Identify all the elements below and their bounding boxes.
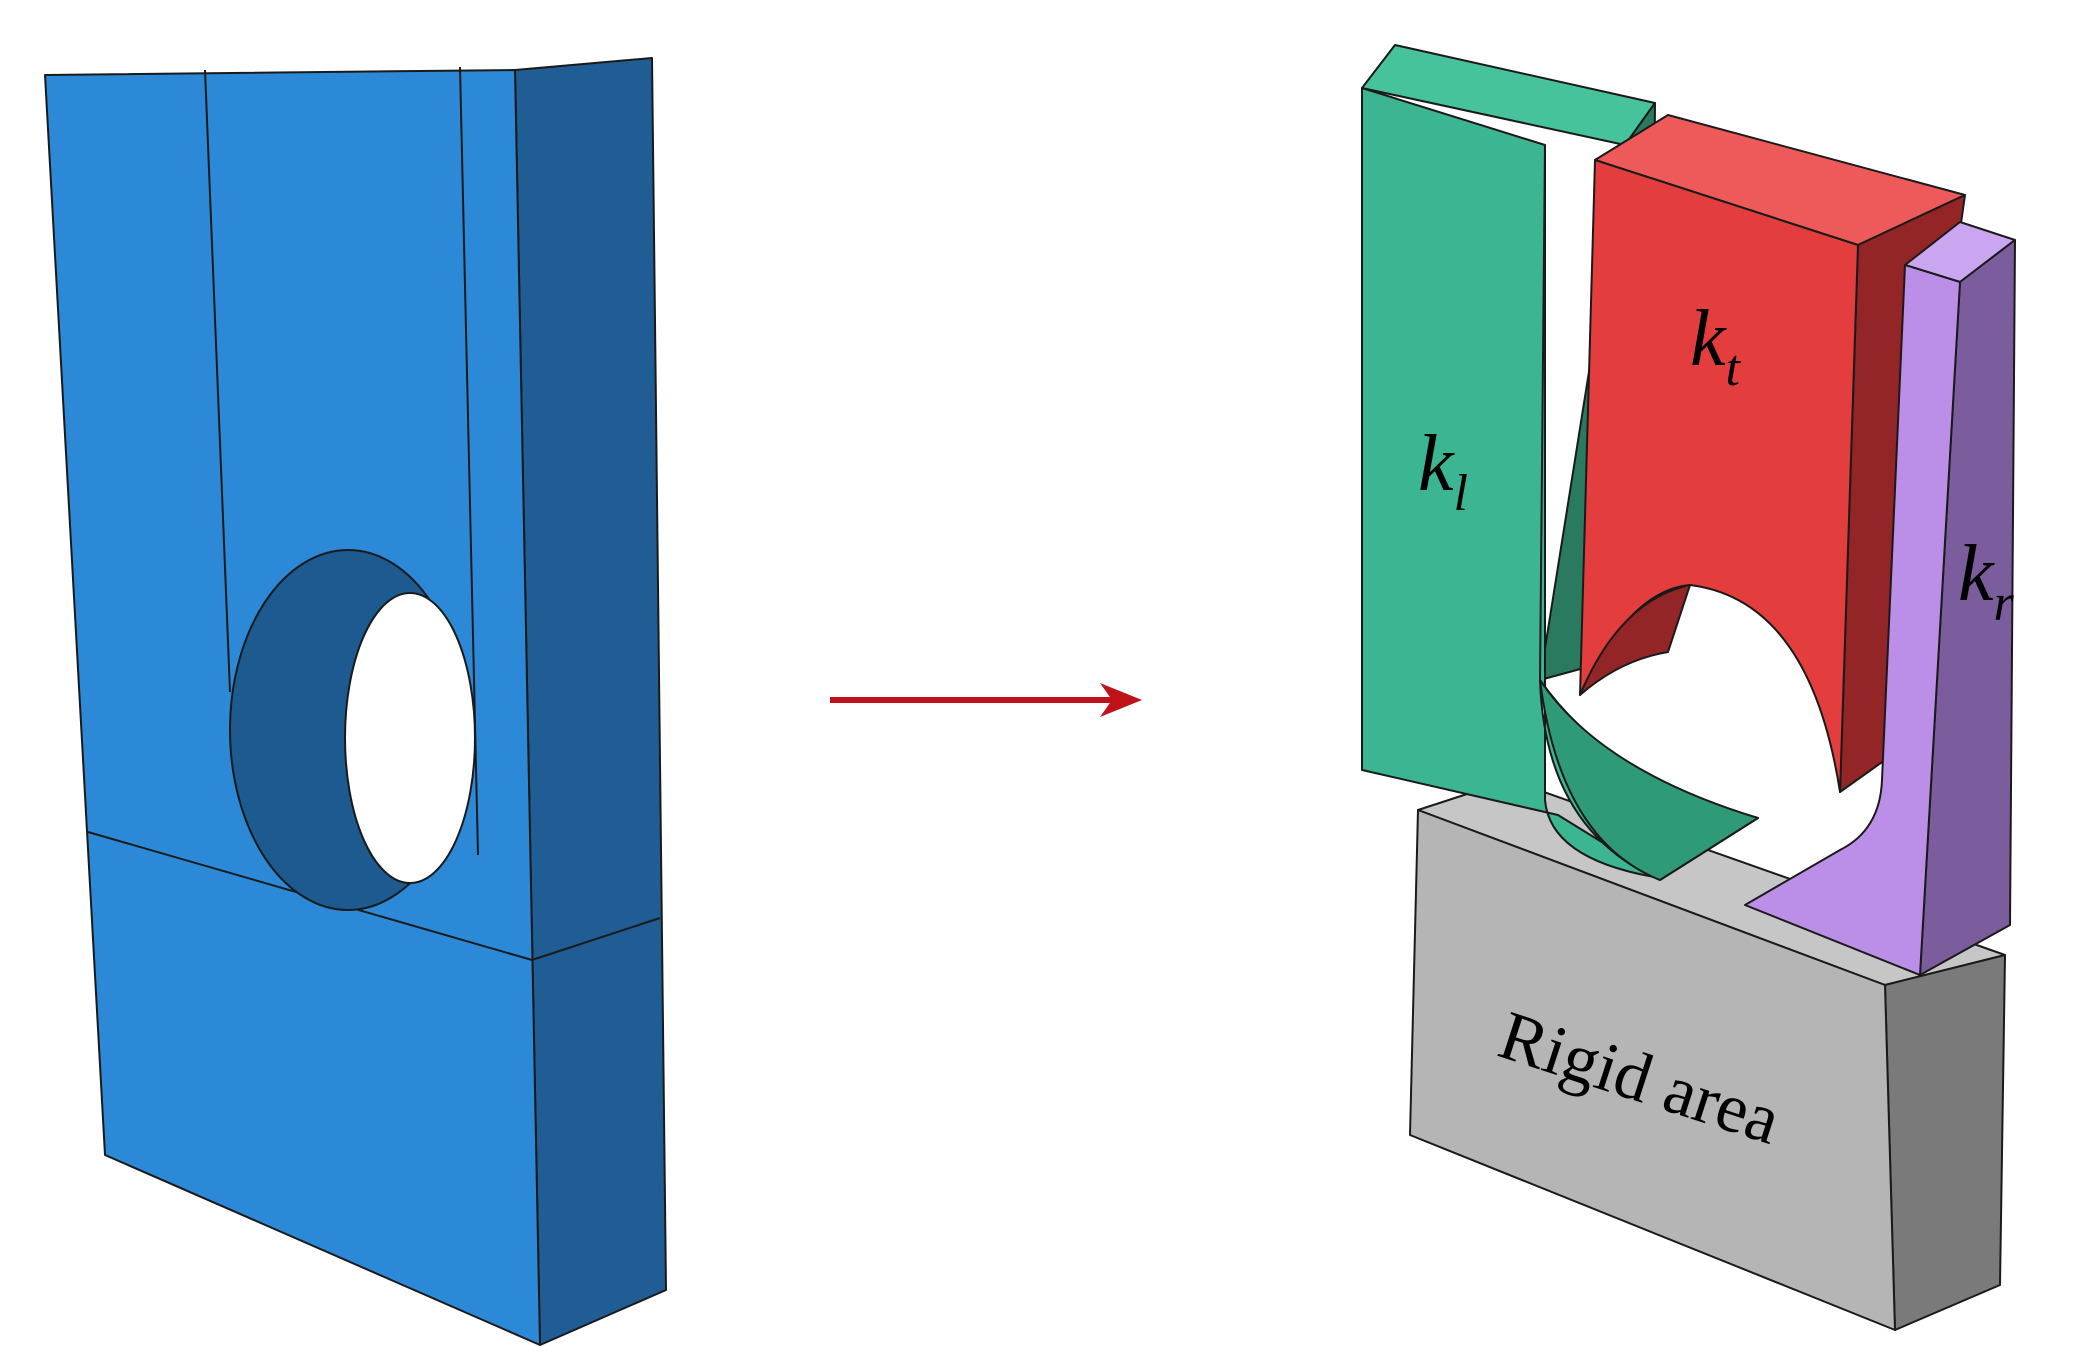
- top-part-arch-inner: [1579, 584, 1691, 696]
- k-left-main: k: [1418, 420, 1455, 508]
- transform-arrow: [830, 683, 1142, 717]
- intact-block: [44, 57, 667, 1346]
- k-right-main: k: [1958, 530, 1995, 618]
- arrow-head: [1100, 683, 1142, 717]
- slot-line-left: [204, 69, 231, 693]
- k-top-main: k: [1690, 295, 1727, 383]
- top-part-front-face: [1579, 159, 1859, 793]
- block-side-face: [514, 57, 667, 1346]
- decomposed-parts: Rigid area kl kt: [1361, 44, 2016, 1331]
- k-right-label: kr: [1958, 530, 2015, 632]
- right-part-front-face: [1744, 264, 1961, 976]
- k-left-sub: l: [1454, 465, 1468, 522]
- right-stiffness-part: kr: [1744, 221, 2016, 976]
- rigid-front-face: [1409, 809, 1896, 1331]
- partition-line-side: [531, 917, 661, 961]
- k-right-sub: r: [1994, 575, 2015, 632]
- hole-opening: [344, 592, 476, 884]
- k-left-label: kl: [1418, 420, 1468, 522]
- k-top-sub: t: [1726, 340, 1742, 397]
- rigid-side-face: [1884, 954, 2006, 1331]
- left-part-curve-inner: [1539, 679, 1759, 881]
- k-top-label: kt: [1690, 295, 1742, 397]
